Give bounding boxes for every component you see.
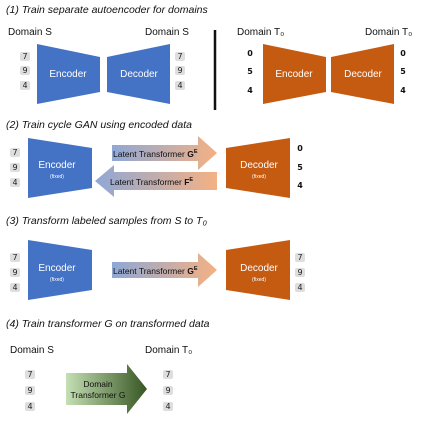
step3-forward-text: Latent Transformer (113, 266, 185, 276)
digit-t0-1: 0 (247, 49, 253, 58)
step2-digit-s-2: 9 (10, 163, 20, 172)
step3-encoder (28, 240, 92, 300)
step2-digit-t0-2: 5 (297, 163, 303, 172)
step4-digit-t0-2: 9 (163, 386, 173, 395)
digit-s-1: 7 (20, 52, 30, 61)
step3-digit-out-2: 9 (295, 268, 305, 277)
step4-digit-s-3: 4 (25, 402, 35, 411)
digit-s-recon-3: 4 (175, 81, 185, 90)
step3-digit-s-2: 9 (10, 268, 20, 277)
step1-left-encoder (37, 44, 100, 104)
step3-forward-label: Latent Transformer GE (113, 266, 198, 276)
step2-encoder-label: Encoder (38, 160, 76, 171)
step2-digit-s-3: 4 (10, 178, 20, 187)
digit-t0-2: 5 (247, 67, 253, 76)
step3-digit-s-1: 7 (10, 253, 20, 262)
step1-left-decoder (107, 44, 170, 104)
step2-forward-sup2: E (194, 149, 198, 155)
step1-right-domain-out: Domain T₀ (365, 27, 413, 38)
step1-left-decoder-label: Decoder (120, 69, 158, 80)
step3-digit-out-3: 4 (295, 283, 305, 292)
step2-decoder (226, 138, 290, 198)
step2-forward-sup: G (187, 149, 194, 159)
step3-digit-out-1: 7 (295, 253, 305, 262)
step1-left-domain-out: Domain S (145, 27, 189, 38)
step2-encoder (28, 138, 92, 198)
step2-backward-arrow (95, 165, 217, 197)
step3-digit-s-3: 4 (10, 283, 20, 292)
step2-digit-s-1: 7 (10, 148, 20, 157)
step1-left-encoder-label: Encoder (49, 69, 87, 80)
step3-decoder-note: (fixed) (252, 277, 266, 283)
step2-backward-sup: F (184, 177, 189, 187)
step4-digit-t0-3: 4 (163, 402, 173, 411)
digit-t0-recon-1: 0 (400, 49, 406, 58)
step4-heading: (4) Train transformer G on transformed d… (6, 318, 210, 330)
step3-forward-arrow (112, 253, 217, 287)
digit-s-recon-1: 7 (175, 52, 185, 61)
step4-domain-out: Domain T₀ (145, 345, 193, 356)
digit-s-2: 9 (20, 66, 30, 75)
step2-encoder-note: (fixed) (50, 174, 64, 180)
step3-forward-sup: G (187, 266, 194, 276)
step3-encoder-note: (fixed) (50, 277, 64, 283)
step1-right-domain-in: Domain T₀ (237, 27, 285, 38)
step2-backward-text: Latent Transformer (110, 177, 182, 187)
step1-right-decoder-label: Decoder (344, 69, 382, 80)
step4-digit-s-2: 9 (25, 386, 35, 395)
step3-forward-sup2: E (194, 266, 198, 272)
step4-transformer-line2: Transformer G (71, 390, 126, 400)
step3-heading: (3) Transform labeled samples from S to … (6, 215, 207, 227)
step2-heading: (2) Train cycle GAN using encoded data (6, 119, 192, 131)
digit-t0-3: 4 (247, 86, 253, 95)
digit-s-recon-2: 9 (175, 66, 185, 75)
step3-encoder-label: Encoder (38, 263, 76, 274)
step1-left-domain-in: Domain S (8, 27, 52, 38)
step1-right-decoder (331, 44, 394, 104)
digit-t0-recon-3: 4 (400, 86, 406, 95)
step4-digit-t0-1: 7 (163, 370, 173, 379)
step2-decoder-label: Decoder (240, 160, 278, 171)
step3-decoder-label: Decoder (240, 263, 278, 274)
step2-digit-t0-1: 0 (297, 144, 303, 153)
step2-digit-t0-3: 4 (297, 181, 303, 190)
step2-backward-label: Latent Transformer FE (110, 177, 193, 187)
step2-forward-arrow (112, 136, 217, 170)
step4-digit-s-1: 7 (25, 370, 35, 379)
step3-decoder (226, 240, 290, 300)
digit-s-3: 4 (20, 81, 30, 90)
step4-domain-in: Domain S (10, 345, 54, 356)
step1-right-encoder (263, 44, 326, 104)
step1-right-encoder-label: Encoder (275, 69, 313, 80)
step1-heading: (1) Train separate autoencoder for domai… (6, 4, 208, 16)
step2-decoder-note: (fixed) (252, 174, 266, 180)
step2-forward-label: Latent Transformer GE (113, 149, 198, 159)
step2-forward-text: Latent Transformer (113, 149, 185, 159)
step4-transformer-arrow (66, 364, 147, 414)
step4-transformer-line1: Domain (83, 379, 113, 389)
digit-t0-recon-2: 5 (400, 67, 406, 76)
step2-backward-sup2: E (189, 177, 193, 183)
